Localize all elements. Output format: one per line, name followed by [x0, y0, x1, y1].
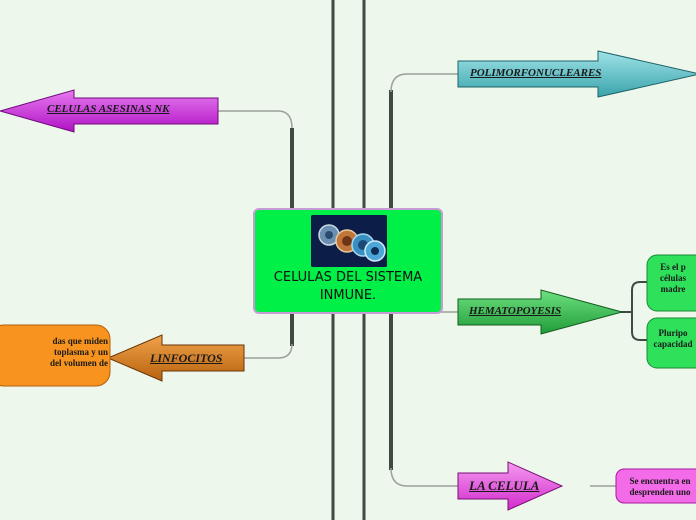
- connector-nk: [215, 110, 293, 129]
- note-box-hema-1[interactable]: [646, 254, 696, 312]
- central-topic-title: CELULAS DEL SISTEMA INMUNE.: [273, 270, 423, 303]
- connector-polimorfonucleares: [390, 73, 460, 93]
- arrow-hematopoyesis[interactable]: [457, 289, 624, 335]
- note-text-celula: Se encuentra en desprenden uno: [629, 476, 691, 497]
- note-box-celula[interactable]: [615, 468, 696, 504]
- note-text-hema-1: Es el p células madre: [660, 262, 686, 294]
- note-text-hema-2: Pluripo capacidad: [653, 328, 693, 349]
- branch-label-la-celula: LA CELULA: [469, 478, 540, 493]
- immune-cells-picture-icon: [311, 215, 387, 267]
- branch-label-nk: CELULAS ASESINAS NK: [47, 103, 170, 115]
- note-box-linfocitos[interactable]: [0, 324, 111, 387]
- connector-linfocitos: [244, 343, 293, 359]
- note-box-hema-2[interactable]: [646, 317, 696, 369]
- connector-la-celula: [390, 467, 460, 487]
- branch-label-linfocitos: LINFOCITOS: [150, 351, 223, 365]
- note-text-linfocitos: das que miden toplasma y un del volumen …: [49, 336, 108, 368]
- arrow-nk[interactable]: [0, 89, 219, 133]
- branch-label-hematopoyesis: HEMATOPOYESIS: [469, 305, 562, 317]
- arrow-la-celula[interactable]: [457, 461, 564, 511]
- central-topic[interactable]: CELULAS DEL SISTEMA INMUNE.: [253, 208, 443, 314]
- arrow-linfocitos[interactable]: [106, 334, 245, 382]
- branch-label-polimorfonucleares: POLIMORFONUCLEARES: [470, 67, 602, 79]
- connector-hema-notes: [620, 281, 648, 341]
- arrow-polimorfonucleares[interactable]: [457, 50, 696, 98]
